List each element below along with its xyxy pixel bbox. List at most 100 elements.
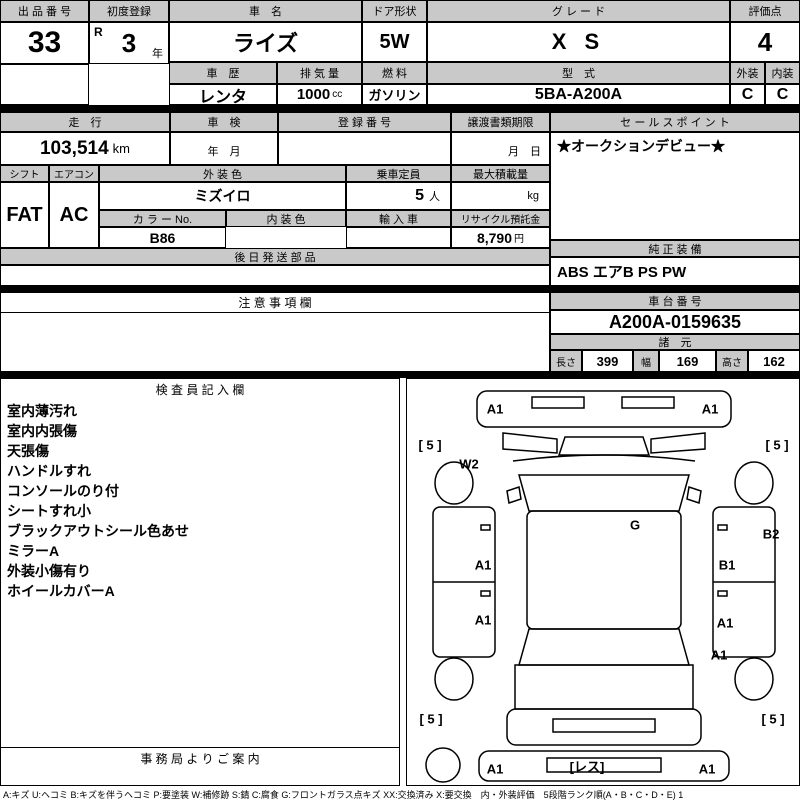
inspection-note: 室内内張傷 [7,423,77,439]
capacity-label: 乗車定員 [346,165,451,182]
caution-title: 注 意 事 項 欄 [0,292,550,312]
score-label: 評価点 [730,0,800,22]
recycle-deposit-cell: 8,790 円 [451,227,550,248]
height-label: 高さ [716,350,748,372]
history-value: レンタ [169,84,277,105]
door-handle-shape [480,524,491,531]
color-number-label: カ ラ ー No. [99,210,226,227]
sales-point-value: ★オークションデビュー★ [550,132,800,240]
equipment-label: 純 正 装 備 [550,240,800,257]
inspection-note: 天張傷 [7,443,49,459]
exterior-grade-value: C [730,84,765,105]
car-name-label: 車 名 [169,0,362,22]
interior-grade-value: C [765,84,800,105]
damage-mark: A1 [698,761,716,777]
inspection-note: ホイールカバーA [7,583,115,599]
reg-year-value: 3 [121,27,137,58]
damage-mark: A1 [486,761,504,777]
headlight-right-shape [650,432,706,454]
damage-mark: B2 [762,526,780,542]
door-shape-value: 5W [362,22,427,62]
inspection-note: コンソールのり付 [7,483,119,499]
mileage-cell: 103,514 km [0,132,170,165]
model-code-value: 5BA-A200A [427,84,730,105]
interior-grade-label: 内装 [765,62,800,84]
caution-body [0,312,550,372]
later-parts-label: 後 日 発 送 部 品 [0,248,550,265]
divider [0,286,800,292]
damage-mark: A1 [701,401,719,417]
recycle-deposit-unit: 円 [514,234,525,245]
capacity-cell: 5 人 [346,182,451,210]
center-grille-shape [557,436,651,456]
chassis-number-value: A200A-0159635 [550,310,800,334]
spec-label: 諸 元 [550,334,800,350]
mileage-value: 103,514 [39,137,109,159]
displacement-cell: 1000 cc [277,84,362,105]
hood-line [512,454,696,462]
import-value [346,227,451,248]
damage-mark: B1 [718,557,736,573]
door-shape-label: ドア形状 [362,0,427,22]
wheel-front-left-shape [434,461,474,505]
rear-plate-shape [546,757,662,773]
height-value: 162 [748,350,800,372]
mileage-label: 走 行 [0,112,170,132]
damage-mark: [ 5 ] [418,437,442,453]
model-code-label: 型 式 [427,62,730,84]
wheel-rear-left-shape [434,657,474,701]
inspection-note: 室内薄汚れ [7,403,77,419]
damage-mark: A1 [474,557,492,573]
inspection-note: ブラックアウトシール色あせ [7,523,189,539]
rear-bumper-shape [506,708,702,746]
exterior-color-value: ミズイロ [99,182,346,210]
inspection-note: シートすれ小 [7,503,91,519]
spare-tire-shape [425,747,461,783]
registration-number-value [278,132,451,165]
rear-bumper-strip-shape [478,750,730,782]
inspector-panel: 検 査 員 記 入 欄 室内薄汚れ 室内内張傷 天張傷 ハンドルすれ コンソール… [0,378,400,786]
length-label: 長さ [550,350,582,372]
sales-point-label: セ ー ル ス ポ イ ン ト [550,112,800,132]
max-load-unit: kg [451,182,550,210]
width-label: 幅 [633,350,659,372]
shift-label: シフト [0,165,49,182]
wheel-front-right-shape [734,461,774,505]
door-handle-shape [717,524,728,531]
damage-mark: A1 [474,612,492,628]
transfer-deadline-value: 月 日 [451,132,550,165]
front-grille-right-shape [621,396,675,409]
interior-color-label: 内 装 色 [226,210,346,227]
fuel-label: 燃 料 [362,62,427,84]
exterior-color-label: 外 装 色 [99,165,346,182]
damage-mark: A1 [710,647,728,663]
inspection-note: ミラーA [7,543,60,559]
length-value: 399 [582,350,633,372]
divider [0,372,800,378]
grade-label: グ レ ー ド [427,0,730,22]
wheel-rear-right-shape [734,657,774,701]
shift-value: FAT [0,182,49,248]
capacity-value: 5 [415,187,424,204]
front-grille-left-shape [531,396,585,409]
aircon-label: エアコン [49,165,99,182]
recycle-deposit-value: 8,790 [476,229,513,246]
max-load-label: 最大積載量 [451,165,550,182]
windshield-shape [518,474,690,512]
inspection-notes: 室内薄汚れ 室内内張傷 天張傷 ハンドルすれ コンソールのり付 シートすれ小 ブ… [1,401,399,601]
mirror-right-shape [686,486,702,504]
damage-mark: [ 5 ] [761,711,785,727]
blank-cell [0,64,89,105]
inspection-value: 年 月 [170,132,278,165]
inspection-label: 車 検 [170,112,278,132]
front-bumper-shape [476,390,732,428]
grade-value: X S [427,22,730,62]
damage-mark: [ 5 ] [419,711,443,727]
exterior-grade-label: 外装 [730,62,765,84]
recycle-deposit-label: リサイクル預託金 [451,210,550,227]
damage-mark: A1 [716,615,734,631]
year-suffix: 年 [152,48,163,60]
